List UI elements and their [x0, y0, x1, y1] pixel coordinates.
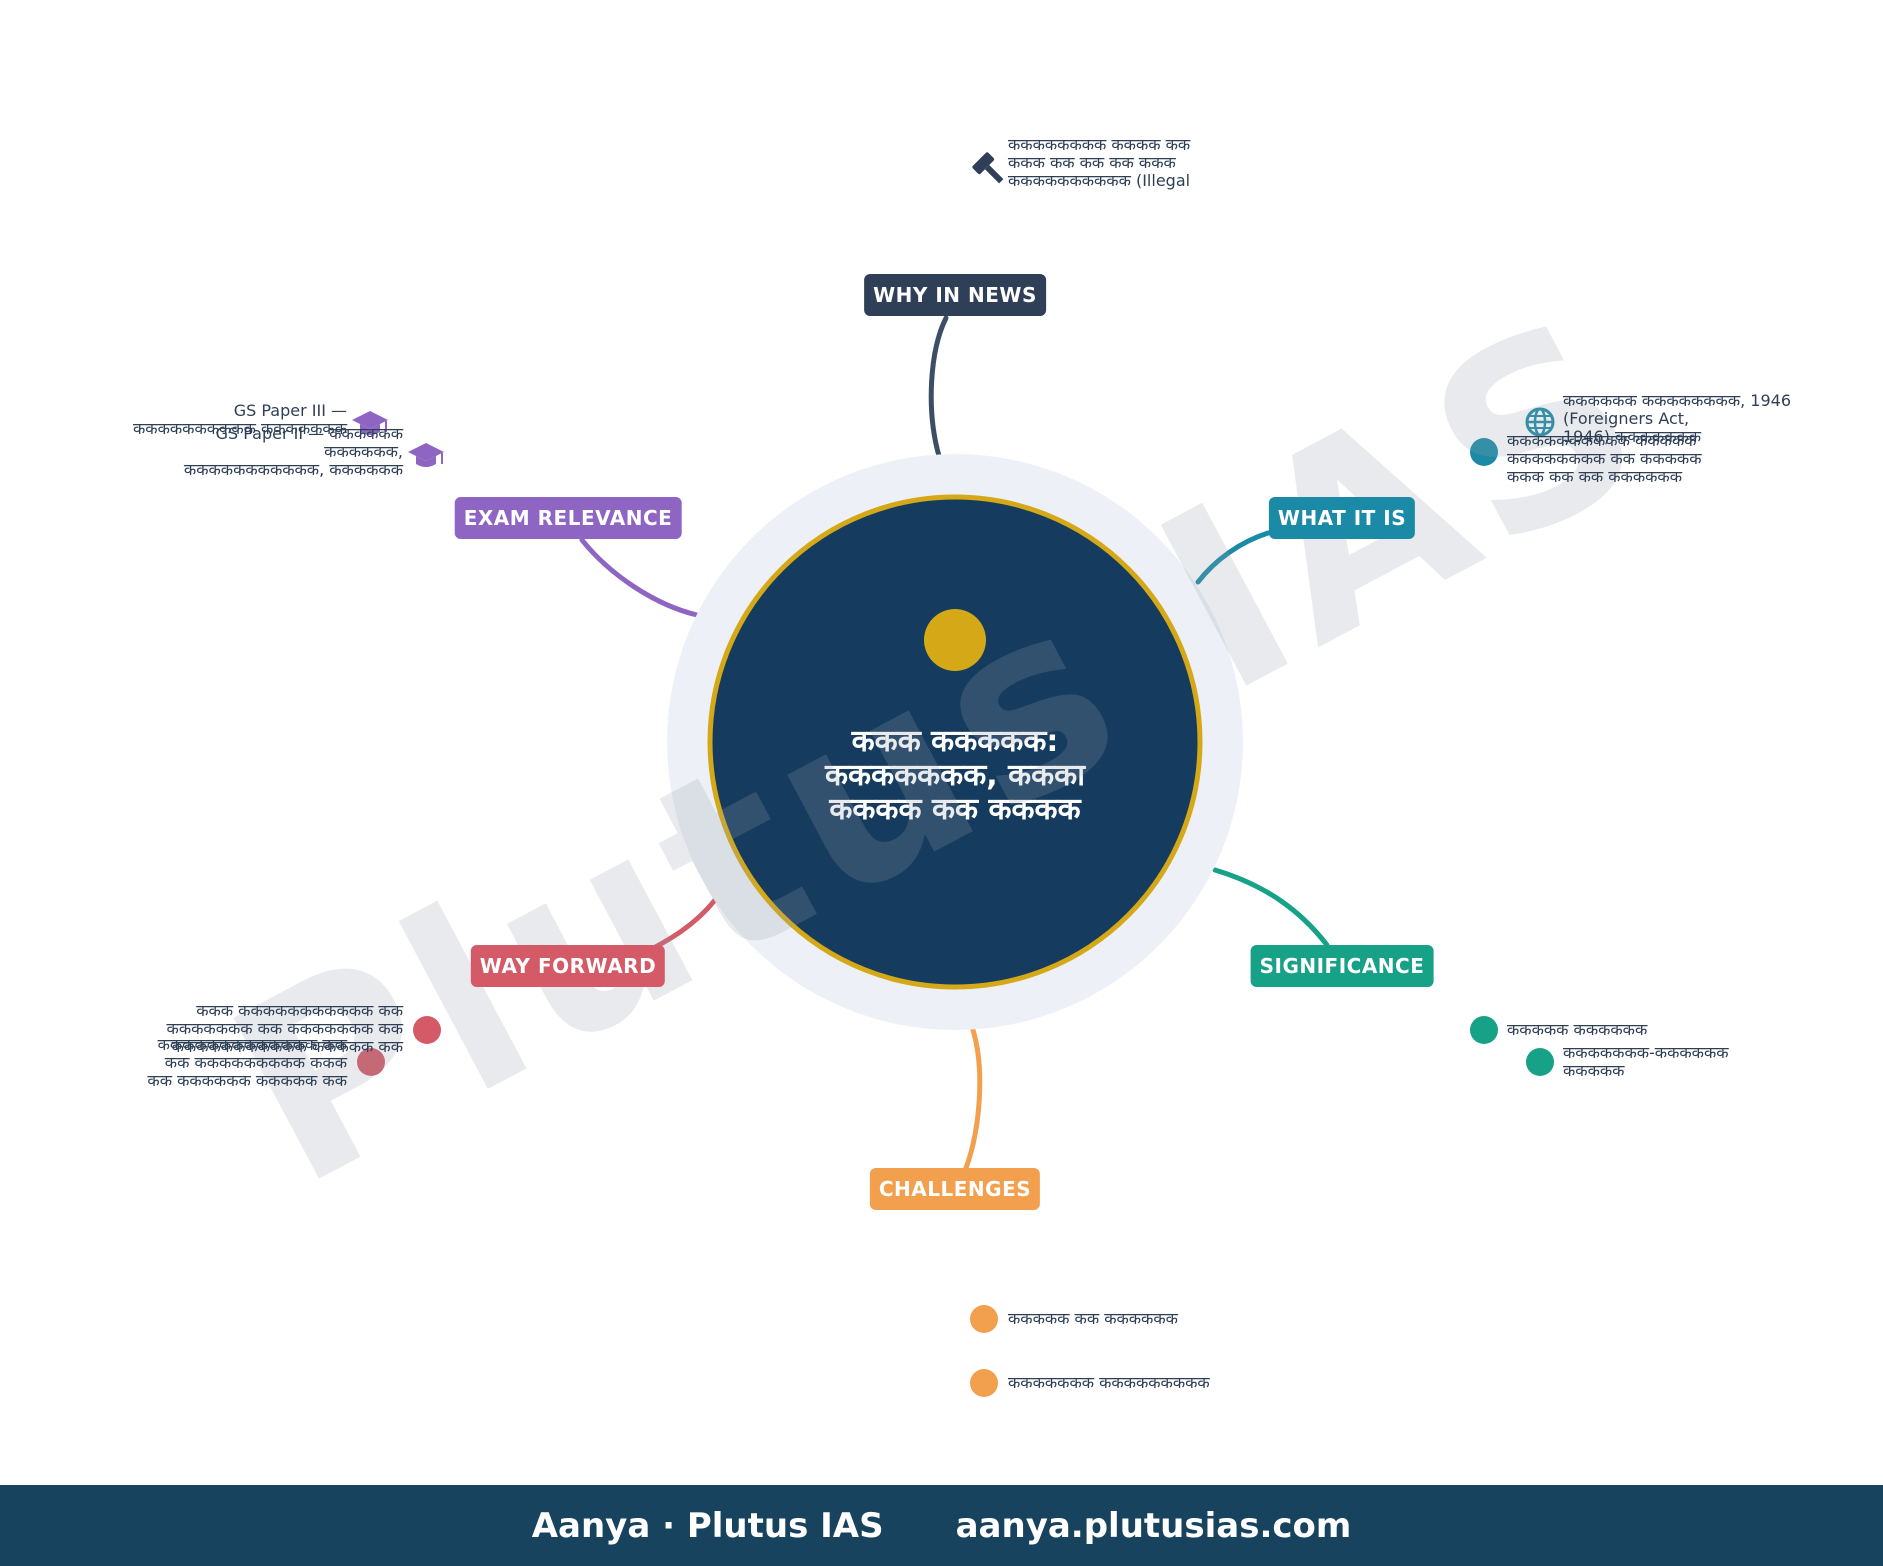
- significance-note-2: ककककककक-कककककक ककककक: [1563, 1044, 1729, 1080]
- footer-bar: Aanya · Plutus IAS aanya.plutusias.com: [0, 1485, 1883, 1566]
- connector-why-in-news: [928, 315, 949, 459]
- note-line: ककक कक कक कक ककक: [1008, 153, 1176, 172]
- note-line: ककक ककककककककककक कक: [196, 1001, 403, 1020]
- graduation-cap-icon: [408, 443, 444, 467]
- branch-what-it-is[interactable]: WHAT IT IS: [1268, 497, 1416, 539]
- way-forward-note-2: ककककककककककककक कक कक ककककककककक ककक कक ककक…: [147, 1036, 347, 1090]
- note-line: कककककककक कककक कक: [1008, 135, 1191, 154]
- significance-note-1: ककककक कककककक: [1507, 1021, 1647, 1039]
- footer-brand: Aanya · Plutus IAS: [531, 1505, 884, 1546]
- note-line: कककककक,: [324, 442, 403, 461]
- note-line: कक ककककककककक ककक: [164, 1053, 347, 1072]
- connector-significance: [1212, 867, 1330, 948]
- note-line: ककककककक कक ककककककक कक: [166, 1019, 403, 1038]
- note-line: कककककक कककककककक, 1946: [1563, 391, 1792, 410]
- connector-what-it-is: [1195, 530, 1271, 585]
- exam-relevance-note-2: GS Paper II — कककककक कककककक, ककककककककककक…: [184, 425, 403, 479]
- center-title-line: कककक कक कककक: [829, 792, 1081, 827]
- branch-exam-relevance[interactable]: EXAM RELEVANCE: [454, 497, 682, 539]
- what-it-is-bullet: [1470, 438, 1498, 466]
- center-node: [707, 494, 1203, 990]
- center-title-line: ककक ककककक:: [851, 724, 1059, 759]
- note-line: ककककक कककककक: [1507, 1020, 1648, 1039]
- note-line: कककककककककक ककककक: [1507, 431, 1697, 450]
- note-line: (Foreigners Act,: [1563, 409, 1690, 428]
- exam-relevance-note-1: GS Paper III — कककककककककक ककककककक: [133, 402, 347, 438]
- graduation-cap-icon: [352, 411, 388, 435]
- branch-challenges[interactable]: CHALLENGES: [869, 1168, 1041, 1210]
- challenges-note-1: ककककक कक कककककक: [1008, 1310, 1178, 1328]
- what-it-is-note-1: कककककक कककककककक, 1946 (Foreigners Act, 1…: [1563, 392, 1791, 446]
- significance-bullet-2: [1526, 1048, 1554, 1076]
- way-forward-note-1: ककक ककककककककककक कक ककककककक कक ककककककक कक…: [167, 1002, 403, 1056]
- note-line: कक कककककक ककककक कक: [147, 1071, 347, 1090]
- challenges-bullet-1: [970, 1305, 998, 1333]
- note-line: ककककककककककक, कककककक: [183, 460, 403, 479]
- center-emblem-dot: [924, 609, 986, 671]
- branch-way-forward[interactable]: WAY FORWARD: [470, 945, 666, 987]
- connector-exam-relevance: [579, 537, 700, 618]
- note-line: 1946) ककककककक: [1563, 427, 1702, 446]
- note-line: GS Paper III —: [233, 401, 347, 420]
- what-it-is-note-2: कककककककककक ककककक कककककककक कक ककककक ककक क…: [1507, 432, 1702, 486]
- note-line: GS Paper II — कककककक: [215, 424, 403, 443]
- note-line: ककककककककककककक कक: [157, 1035, 347, 1054]
- note-line: ककक कक कक कककककक: [1507, 467, 1683, 486]
- globe-icon: [1525, 407, 1555, 437]
- note-line: ककककककककककक ककककक कक: [171, 1037, 403, 1056]
- note-line: ककककक कक कककककक: [1008, 1309, 1178, 1328]
- why-in-news-note: कककककककक कककक कक ककक कक कक कक ककक कककककक…: [1008, 136, 1190, 190]
- significance-bullet-1: [1470, 1016, 1498, 1044]
- note-line: कककककककककक ककककककक: [133, 419, 347, 438]
- footer-url[interactable]: aanya.plutusias.com: [955, 1505, 1352, 1546]
- center-title-line: ककककककक, ककका: [824, 758, 1085, 793]
- challenges-note-2: ककककककक ककककककककक: [1008, 1374, 1210, 1392]
- challenges-bullet-2: [970, 1369, 998, 1397]
- center-title: ककक ककककक: ककककककक, ककका कककक कक कककक: [705, 725, 1205, 827]
- note-line: कककककककककक (Illegal: [1008, 171, 1191, 190]
- note-line: ककककककक ककककककककक: [1008, 1373, 1210, 1392]
- way-forward-bullet-1: [413, 1016, 441, 1044]
- note-line: ककककक: [1563, 1061, 1625, 1080]
- note-line: ककककककक-कककककक: [1563, 1043, 1729, 1062]
- branch-significance[interactable]: SIGNIFICANCE: [1250, 945, 1434, 987]
- branch-why-in-news[interactable]: WHY IN NEWS: [864, 274, 1046, 316]
- way-forward-bullet-2: [357, 1048, 385, 1076]
- note-line: कककककककक कक ककककक: [1507, 449, 1702, 468]
- gavel-icon: [972, 152, 1004, 184]
- connector-challenges: [963, 1027, 983, 1171]
